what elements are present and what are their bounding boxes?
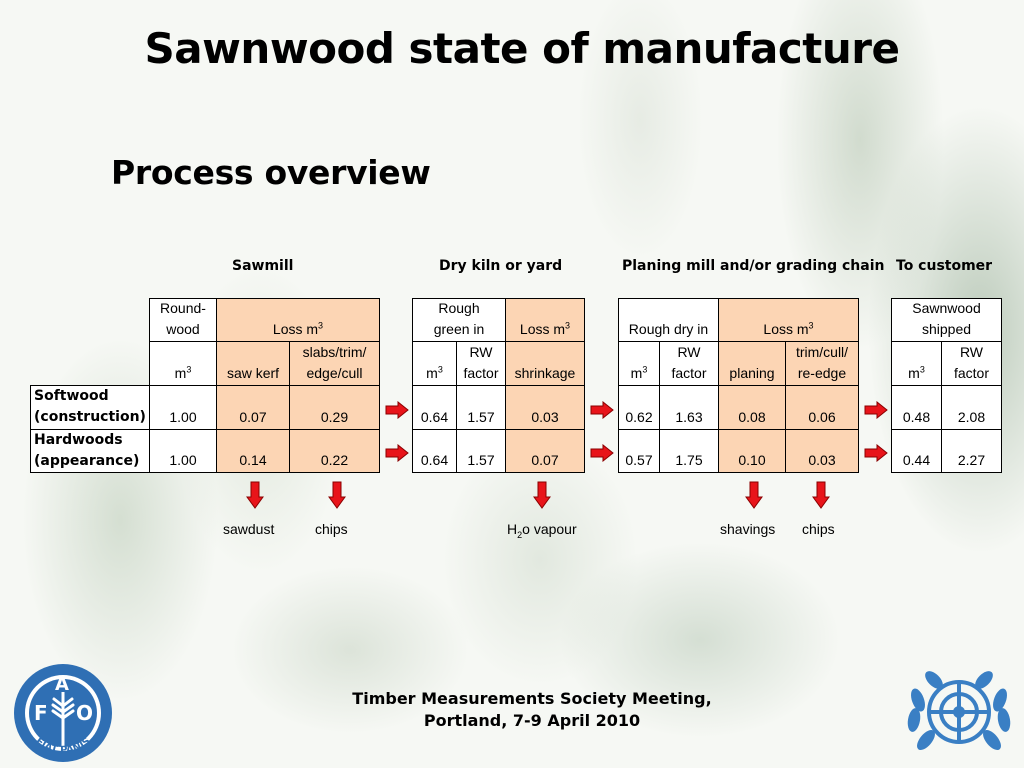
header-dry-loss: Loss m3 <box>505 298 585 342</box>
header-planing-m3: m3 <box>618 341 660 386</box>
cell-softwood-shipped: 0.48 <box>891 385 942 430</box>
header-rough-dry: Rough dry in <box>618 298 719 342</box>
cell-hardwoods-planing: 0.10 <box>718 429 786 473</box>
header-roundwood: Round-wood <box>149 298 217 342</box>
arrow-right-icon <box>590 401 614 419</box>
row-label-softwood: Softwood(construction) <box>30 385 150 430</box>
cell-softwood-customer-rw: 2.08 <box>941 385 1002 430</box>
header-dry-m3: m3 <box>412 341 457 386</box>
cell-softwood-saw-kerf: 0.07 <box>216 385 290 430</box>
arrow-right-icon <box>385 401 409 419</box>
header-trim-cull: trim/cull/re-edge <box>785 341 859 386</box>
cell-softwood-planing: 0.08 <box>718 385 786 430</box>
page-subtitle: Process overview <box>111 153 431 192</box>
cell-hardwoods-rough-dry: 0.57 <box>618 429 660 473</box>
stage-heading-planing: Planing mill and/or grading chain <box>622 258 885 274</box>
header-sawmill-m3: m3 <box>149 341 217 386</box>
fao-letter-f: F <box>34 701 48 725</box>
cell-hardwoods-shipped: 0.44 <box>891 429 942 473</box>
header-customer-m3: m3 <box>891 341 942 386</box>
cell-hardwoods-planing-rw: 1.75 <box>659 429 719 473</box>
byproduct-chips-sawmill: chips <box>315 521 348 537</box>
header-shrinkage: shrinkage <box>505 341 585 386</box>
cell-hardwoods-customer-rw: 2.27 <box>941 429 1002 473</box>
un-emblem-icon <box>907 671 1011 750</box>
cell-softwood-trim-cull: 0.06 <box>785 385 859 430</box>
arrow-down-icon <box>812 481 830 509</box>
cell-hardwoods-trim-cull: 0.03 <box>785 429 859 473</box>
arrow-down-icon <box>328 481 346 509</box>
cell-hardwoods-roundwood: 1.00 <box>149 429 217 473</box>
cell-softwood-rough-green: 0.64 <box>412 385 457 430</box>
fao-letter-a: A <box>55 674 69 695</box>
cell-softwood-roundwood: 1.00 <box>149 385 217 430</box>
stage-heading-dry-kiln: Dry kiln or yard <box>439 258 563 274</box>
fao-letter-o: O <box>76 701 93 725</box>
cell-softwood-shrinkage: 0.03 <box>505 385 585 430</box>
header-planing-loss: Loss m3 <box>718 298 859 342</box>
cell-hardwoods-slabs: 0.22 <box>289 429 380 473</box>
row-label-hardwoods: Hardwoods(appearance) <box>30 429 150 473</box>
cell-softwood-slabs: 0.29 <box>289 385 380 430</box>
fao-logo-icon: F A O FIAT PANIS <box>14 664 112 762</box>
cell-softwood-dry-rw: 1.57 <box>456 385 506 430</box>
cell-hardwoods-saw-kerf: 0.14 <box>216 429 290 473</box>
arrow-down-icon <box>533 481 551 509</box>
arrow-right-icon <box>590 444 614 462</box>
arrow-down-icon <box>246 481 264 509</box>
arrow-right-icon <box>864 401 888 419</box>
arrow-down-icon <box>745 481 763 509</box>
header-saw-kerf: saw kerf <box>216 341 290 386</box>
footer-text: Timber Measurements Society Meeting,Port… <box>352 689 712 730</box>
stage-heading-customer: To customer <box>896 258 993 274</box>
cell-hardwoods-shrinkage: 0.07 <box>505 429 585 473</box>
cell-softwood-planing-rw: 1.63 <box>659 385 719 430</box>
header-sawmill-loss: Loss m3 <box>216 298 380 342</box>
cell-hardwoods-rough-green: 0.64 <box>412 429 457 473</box>
cell-softwood-rough-dry: 0.62 <box>618 385 660 430</box>
byproduct-h2o-vapour: H2o vapour <box>507 521 577 540</box>
byproduct-chips-planing: chips <box>802 521 835 537</box>
stage-heading-sawmill: Sawmill <box>232 258 294 274</box>
byproduct-shavings: shavings <box>720 521 776 537</box>
header-slabs-trim: slabs/trim/edge/cull <box>289 341 380 386</box>
arrow-right-icon <box>864 444 888 462</box>
header-planing: planing <box>718 341 786 386</box>
page-title: Sawnwood state of manufacture <box>144 24 900 73</box>
byproduct-sawdust: sawdust <box>223 521 275 537</box>
cell-hardwoods-dry-rw: 1.57 <box>456 429 506 473</box>
arrow-right-icon <box>385 444 409 462</box>
